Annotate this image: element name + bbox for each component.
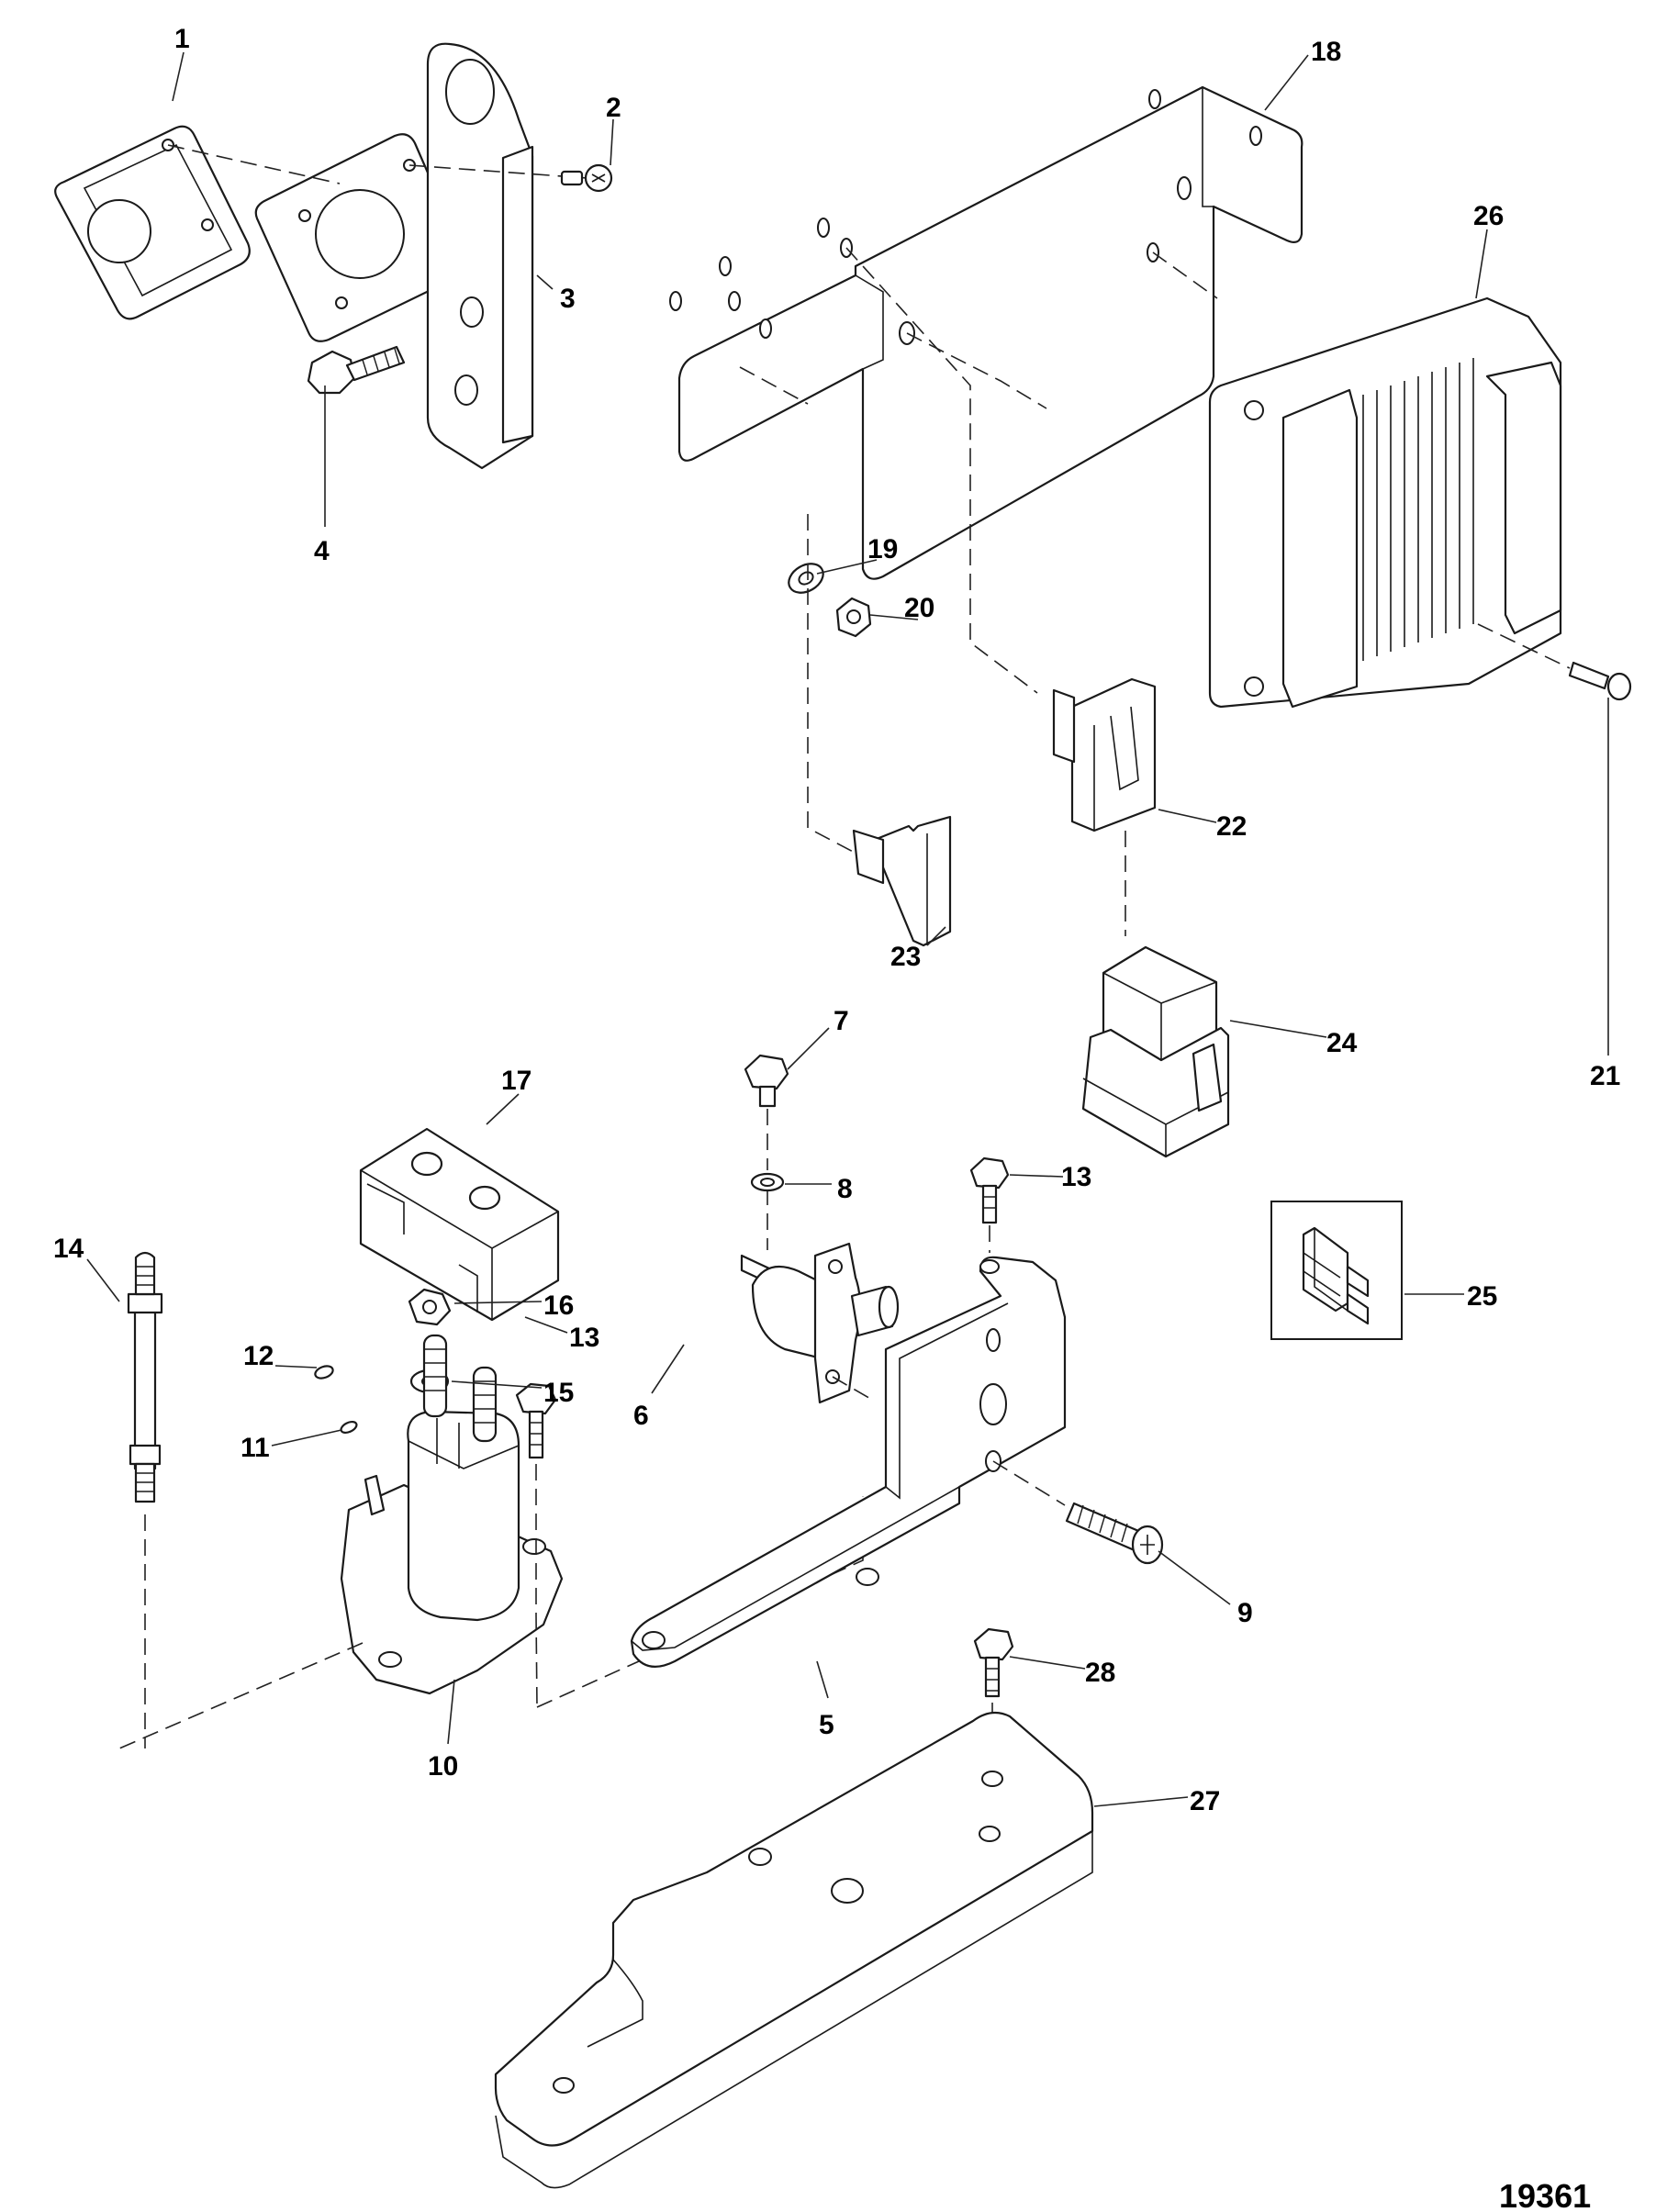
- part-26-ecm-module: [1208, 296, 1562, 709]
- alignment-line: [807, 514, 910, 882]
- part-3-mounting-bracket: [426, 42, 534, 470]
- callout-6: 6: [633, 1401, 649, 1431]
- part-5-l-bracket: [630, 1256, 1067, 1669]
- part-18-ecm-bracket: [669, 85, 1304, 580]
- part-24-relay: [1081, 945, 1230, 1158]
- callout-27: 27: [1190, 1786, 1220, 1816]
- callout-21: 21: [1590, 1061, 1620, 1091]
- callout-26: 26: [1473, 201, 1504, 231]
- callout-9: 9: [1237, 1598, 1253, 1628]
- part-28-hex-screw: [973, 1627, 1014, 1698]
- part-22-relay-clip: [1052, 677, 1157, 832]
- part-7-hex-screw: [744, 1054, 789, 1108]
- figure-id: 19361: [1499, 2177, 1591, 2212]
- part-21-screw: [1568, 661, 1632, 701]
- alignment-line: [535, 1464, 538, 1708]
- part-12-lock-washer: [314, 1365, 334, 1380]
- part-11-nut: [340, 1420, 358, 1435]
- part-9-screw: [1065, 1502, 1164, 1565]
- alignment-line: [832, 1376, 873, 1401]
- callout-10: 10: [428, 1751, 458, 1782]
- part-10-solenoid: [340, 1334, 564, 1695]
- alignment-line: [118, 1642, 364, 1749]
- callout-13-lower: 13: [569, 1323, 599, 1353]
- callout-14: 14: [53, 1234, 84, 1264]
- callout-11: 11: [241, 1433, 270, 1463]
- alignment-line: [969, 450, 1038, 694]
- callout-4: 4: [314, 536, 330, 566]
- part-8-lock-washer: [750, 1172, 785, 1192]
- part-20-nut: [835, 597, 872, 638]
- alignment-line: [1477, 623, 1571, 669]
- callout-19: 19: [867, 534, 898, 564]
- callout-20: 20: [904, 593, 934, 623]
- callout-7: 7: [834, 1006, 849, 1036]
- alignment-line: [1152, 251, 1218, 299]
- callout-8: 8: [837, 1174, 853, 1204]
- part-17-terminal-cover: [359, 1127, 560, 1322]
- part-1-gasket: [54, 125, 251, 320]
- alignment-line: [992, 1460, 1066, 1506]
- callout-3: 3: [560, 284, 576, 314]
- callout-25: 25: [1467, 1281, 1497, 1312]
- part-13-hex-screw: [969, 1156, 1010, 1224]
- part-19-washer: [788, 563, 824, 594]
- callout-5: 5: [819, 1710, 834, 1740]
- callout-18: 18: [1311, 37, 1341, 67]
- part-13-hex-screw: [515, 1382, 557, 1459]
- part-25-fuse-inset: [1270, 1201, 1403, 1340]
- leader-lines: [86, 51, 1609, 1807]
- callout-16: 16: [543, 1290, 574, 1321]
- part-27-mounting-plate: [494, 1711, 1094, 2189]
- part-6-circuit-breaker: [740, 1242, 900, 1404]
- part-2-screw: [560, 163, 613, 193]
- callout-23: 23: [890, 942, 921, 972]
- alignment-line: [739, 247, 971, 450]
- callout-1: 1: [174, 24, 190, 54]
- part-14-stud: [127, 1251, 163, 1503]
- callout-13-upper: 13: [1061, 1162, 1091, 1192]
- callout-28: 28: [1085, 1658, 1115, 1688]
- callout-labels: 1 2 3 4 18 26 19 20 21 22 23 24 7 8 13 1…: [53, 24, 1620, 1816]
- callout-15: 15: [543, 1378, 574, 1408]
- callout-12: 12: [243, 1341, 274, 1371]
- callout-24: 24: [1326, 1028, 1358, 1058]
- callout-17: 17: [501, 1066, 531, 1096]
- callout-2: 2: [606, 93, 621, 123]
- part-16-nut: [408, 1288, 452, 1326]
- part-23-fuse-clip: [852, 815, 952, 947]
- part-4-hex-bolt: [307, 345, 406, 395]
- alignment-line: [167, 144, 588, 184]
- callout-22: 22: [1216, 811, 1247, 842]
